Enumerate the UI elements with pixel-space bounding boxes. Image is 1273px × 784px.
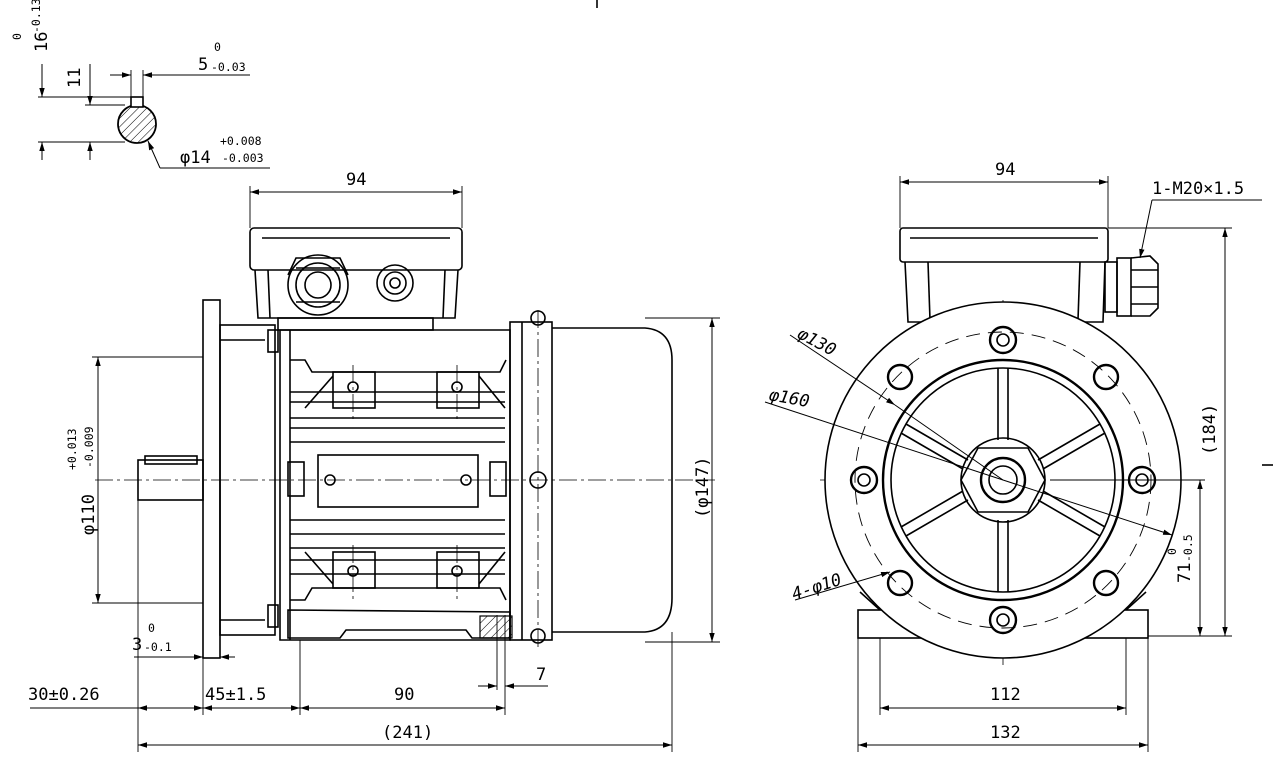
nameplate: [317, 454, 479, 508]
spigot-dia-label: φ110: [79, 494, 99, 535]
motor-foot: [287, 609, 511, 639]
foot-hole-spacing-label: 112: [990, 685, 1021, 705]
shaft-dia-tol-lower: -0.003: [222, 151, 264, 165]
foot-width-label: 132: [990, 723, 1021, 743]
spigot-tol-lower: -0.009: [82, 426, 96, 468]
fan-spokes: [900, 368, 1106, 592]
shaft: [137, 459, 204, 501]
shaft-height-tol-upper: 0: [10, 33, 24, 40]
cooling-fins: [290, 391, 505, 575]
overall-height-label: (184): [1200, 404, 1220, 455]
key-width-tol-lower: -0.03: [211, 60, 246, 74]
shaft-section-circle: [117, 104, 157, 144]
mounting-flange: [202, 299, 221, 659]
shaft-dia-label: φ14: [180, 148, 211, 168]
end-shield: [509, 321, 553, 641]
key-width-tol-upper: 0: [214, 40, 221, 54]
centre-height-tol-upper: 0: [1165, 548, 1179, 555]
fan-cover: [552, 327, 673, 633]
key-depth-label: 11: [65, 68, 85, 88]
shaft-length-label: 30±0.26: [28, 685, 100, 705]
terminal-box-lid: [249, 227, 463, 271]
shaft-dia-tol-upper: +0.008: [220, 134, 262, 148]
shaft-key: [130, 96, 144, 108]
cable-gland-end: [1104, 255, 1159, 317]
shaft-shoulder-label: 45±1.5: [205, 685, 266, 705]
shaft-height-label: 16: [32, 32, 52, 52]
overall-length-label: (241): [382, 723, 433, 743]
pcd-outer-label: φ160: [767, 385, 811, 412]
end-terminal-box-lid: [899, 227, 1109, 263]
foot-hole-label: 7: [536, 665, 546, 685]
centre-height-tol-lower: -0.5: [1181, 534, 1195, 562]
overall-dia-label: (φ147): [693, 457, 713, 518]
spigot-tol-upper: +0.013: [65, 428, 79, 470]
flange-holes-label: 4-φ10: [789, 570, 844, 605]
cable-gland-side: [287, 254, 349, 316]
key-width-label: 5: [198, 55, 208, 75]
motor-body: [279, 329, 511, 641]
foot-spacing-label: 90: [394, 685, 414, 705]
end-shaft: [979, 456, 1027, 504]
blanking-plug: [376, 264, 414, 302]
end-view: φ130 φ160 4-φ10 94 1-M20×1.5 (184) 71 -0…: [764, 160, 1262, 752]
flange-thick-tol-lower: -0.1: [144, 640, 172, 654]
pcd-inner-label: φ130: [794, 324, 840, 361]
flange-thick-tol-upper: 0: [148, 621, 155, 635]
shaft-height-tol-lower: -0.13: [29, 0, 43, 33]
side-view: 94 φ110 -0.009 +0.013 (φ147) 3 -0.1 0 7: [28, 170, 720, 752]
side-terminal-box-width: 94: [346, 170, 366, 190]
flange-thick-label: 3: [132, 635, 142, 655]
cable-gland-label: 1-M20×1.5: [1152, 179, 1244, 199]
flange-holes: [886, 363, 1120, 597]
end-terminal-box-width: 94: [995, 160, 1015, 180]
shaft-section-view: 16 -0.13 0 11 5 -0.03 0 φ14 -0.003 +0.00…: [10, 0, 270, 169]
centre-height-label: 71: [1175, 563, 1195, 583]
